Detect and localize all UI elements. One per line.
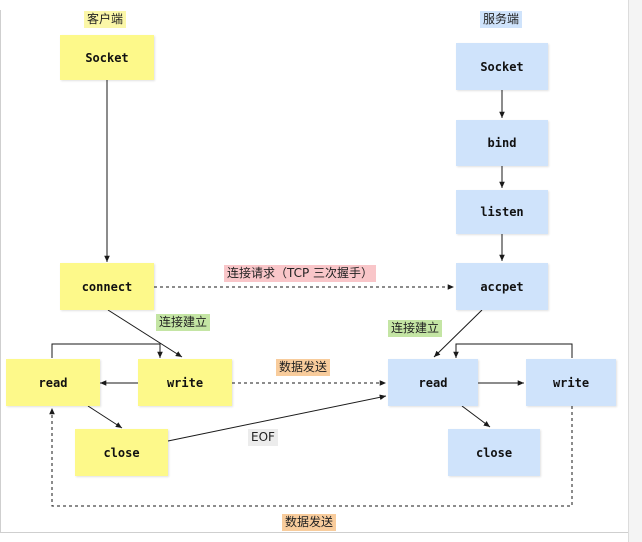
eof-label: EOF bbox=[248, 429, 278, 446]
diagram-frame bbox=[0, 10, 629, 533]
client-header: 客户端 bbox=[84, 11, 127, 28]
client-read-box: read bbox=[6, 359, 100, 406]
arrow-accept-to-read bbox=[433, 309, 483, 358]
arrow-server-read-to-close bbox=[461, 405, 491, 428]
server-close-box: close bbox=[448, 429, 540, 476]
client-connect-box: connect bbox=[60, 263, 154, 310]
server-socket-box: Socket bbox=[456, 43, 548, 90]
client-close-box: close bbox=[75, 429, 168, 476]
server-listen-box: listen bbox=[456, 190, 548, 234]
arrow-client-read-to-close bbox=[87, 405, 123, 429]
arrow-connect-to-write bbox=[107, 309, 183, 358]
client-loop-line bbox=[51, 343, 163, 358]
data-send-top-label: 数据发送 bbox=[276, 359, 331, 376]
server-loop-line bbox=[453, 343, 573, 358]
connect-request-label: 连接请求（TCP 三次握手） bbox=[224, 265, 377, 282]
scrollbar[interactable] bbox=[628, 0, 642, 542]
client-established-label: 连接建立 bbox=[156, 314, 211, 331]
server-header: 服务端 bbox=[480, 11, 523, 28]
client-write-box: write bbox=[138, 359, 232, 406]
server-read-box: read bbox=[388, 359, 478, 406]
arrow-eof bbox=[167, 394, 387, 442]
client-socket-box: Socket bbox=[60, 35, 154, 80]
server-write-box: write bbox=[526, 359, 616, 406]
data-send-bottom-label: 数据发送 bbox=[282, 514, 337, 531]
server-established-label: 连接建立 bbox=[388, 320, 443, 337]
server-accept-box: accpet bbox=[456, 263, 548, 310]
arrow-data-send-bottom bbox=[49, 406, 573, 507]
server-bind-box: bind bbox=[456, 120, 548, 166]
